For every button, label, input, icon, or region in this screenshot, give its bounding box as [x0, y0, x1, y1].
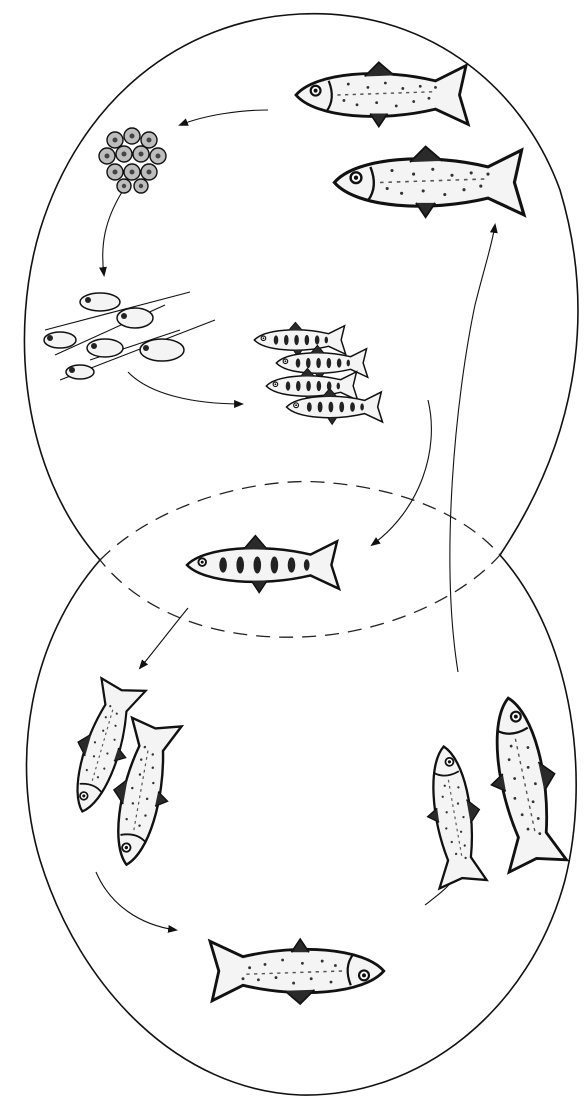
- ocean-salmon-icon: [210, 939, 384, 1004]
- arrow-alevins-to-fry: [128, 372, 242, 404]
- returning-salmon-pair-icon: [418, 692, 570, 888]
- arrow-smolts-to-post-smolt: [96, 872, 176, 930]
- arrow-adults-to-eggs: [180, 110, 268, 125]
- adult-salmon-pair-icon: [296, 62, 524, 217]
- arrow-return-migration: [450, 225, 495, 672]
- egg-cluster-icon: [99, 128, 166, 193]
- alevin-icon: [44, 292, 215, 380]
- parr-icon: [187, 536, 339, 593]
- arrow-eggs-to-alevins: [103, 192, 122, 275]
- fry-school-icon: [254, 322, 382, 424]
- smolt-pair-icon: [58, 676, 183, 870]
- arrow-parr-to-smolts: [140, 608, 188, 668]
- marine-loop-outline: [27, 555, 577, 1095]
